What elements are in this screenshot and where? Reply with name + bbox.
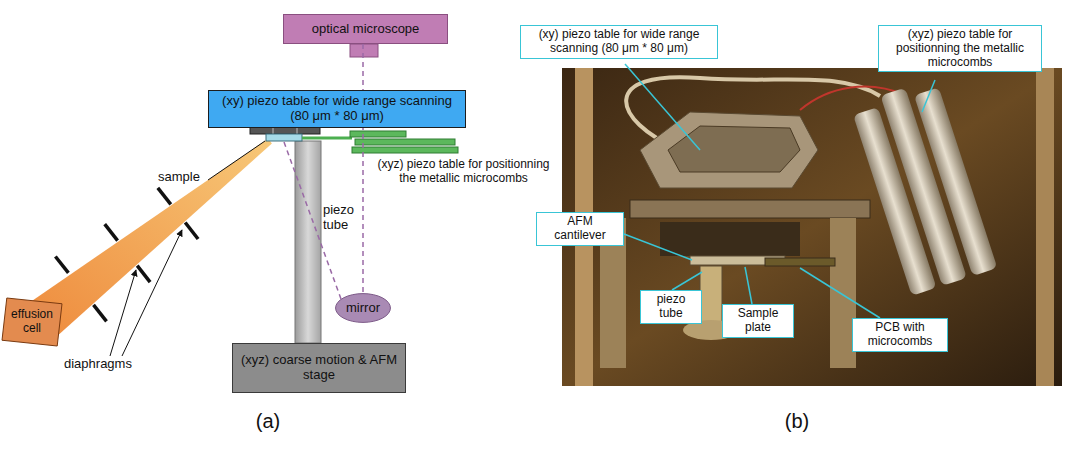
effusion-cell-shape [2, 298, 62, 346]
node-text: (xyz) piezo table for positionning the m… [884, 28, 1036, 69]
sample-plate [266, 134, 302, 141]
node-text: (xy) piezo table for wide range scanning… [215, 94, 459, 124]
panel-label-holder: (b) [775, 410, 819, 433]
photo-piezo-tube [700, 266, 722, 326]
diaphragm [94, 305, 107, 322]
holder-seam [297, 127, 298, 134]
callout-leader [625, 64, 700, 150]
xyz-table-bar [352, 147, 458, 153]
callout-leader [745, 267, 752, 304]
photo-frame-plate [630, 200, 870, 218]
panel-label-holder: (a) [246, 410, 290, 433]
coarse-stage-box: (xyz) coarse motion & AFM stage [232, 343, 406, 393]
piezo-tube [295, 141, 321, 343]
callout-box: (xy) piezo table for wide range scanning… [520, 25, 718, 59]
callout-box: Sample plate [722, 304, 794, 338]
part-label: (xyz) piezo table for positionning the m… [372, 158, 555, 186]
node-text: effusion cell [6, 308, 58, 336]
scanning-table-box: (xy) piezo table for wide range scanning… [208, 90, 466, 128]
callout-box: piezo tube [640, 290, 702, 324]
node-text: Sample plate [728, 307, 788, 335]
microscope-box: optical microscope [283, 14, 448, 44]
sample-holder [250, 127, 320, 134]
leader-line [208, 141, 265, 180]
callout-leaders [624, 64, 935, 318]
callout-box: AFM cantilever [536, 212, 624, 246]
diaphragm [105, 224, 118, 240]
callout-box: (xyz) piezo table for positionning the m… [878, 25, 1042, 72]
part-label-holder: diaphragms [64, 357, 150, 372]
diaphragm [185, 223, 198, 240]
node-text: mirror [346, 301, 380, 316]
node-text: PCB with microcombs [858, 321, 942, 349]
leader-line [122, 230, 182, 356]
leader-line [110, 270, 136, 356]
node-text: piezo tube [646, 293, 696, 321]
part-label-holder: piezo tube [323, 203, 359, 233]
part-label: diaphragms [64, 357, 150, 372]
mirror-ellipse: mirror [335, 293, 391, 323]
xyz-table-bar [355, 139, 455, 145]
node-text: (xyz) coarse motion & AFM stage [239, 353, 399, 383]
diaphragm [158, 188, 171, 205]
photo-pillar [1036, 68, 1054, 386]
panel-label: (b) [775, 410, 819, 433]
effusion-cell-box: effusion cell [2, 298, 62, 346]
node-text: optical microscope [312, 22, 420, 37]
part-label-holder: sample [158, 170, 208, 185]
node-text: (xy) piezo table for wide range scanning… [526, 28, 712, 56]
callout-leader [672, 272, 702, 290]
panel-label: (a) [246, 410, 290, 433]
callout-leader [800, 268, 880, 318]
callout-leader [922, 80, 935, 112]
photo-cylinder [914, 87, 997, 276]
diaphragm [137, 266, 150, 283]
holder-seam [273, 127, 274, 134]
photo-cylinders [850, 78, 997, 296]
part-label: sample [158, 170, 208, 185]
optical-path [362, 44, 364, 293]
photo-pcb [765, 258, 835, 266]
molecular-beam [26, 139, 272, 340]
xyz-table-bar [350, 131, 406, 137]
microcomb-arm [302, 137, 352, 140]
mirror-shape [336, 294, 391, 323]
callout-leader [624, 234, 692, 260]
microscope-objective [350, 44, 378, 57]
part-label-holder: (xyz) piezo table for positionning the m… [372, 158, 555, 186]
photo-stage-body [660, 222, 800, 256]
photo-scan-table [640, 112, 818, 188]
diaphragm [55, 257, 68, 273]
part-label: piezo tube [323, 203, 359, 233]
callout-box: PCB with microcombs [852, 318, 948, 352]
node-text: AFM cantilever [542, 215, 618, 243]
photo-scan-table-rim [668, 126, 800, 172]
photo-background [562, 68, 1062, 386]
